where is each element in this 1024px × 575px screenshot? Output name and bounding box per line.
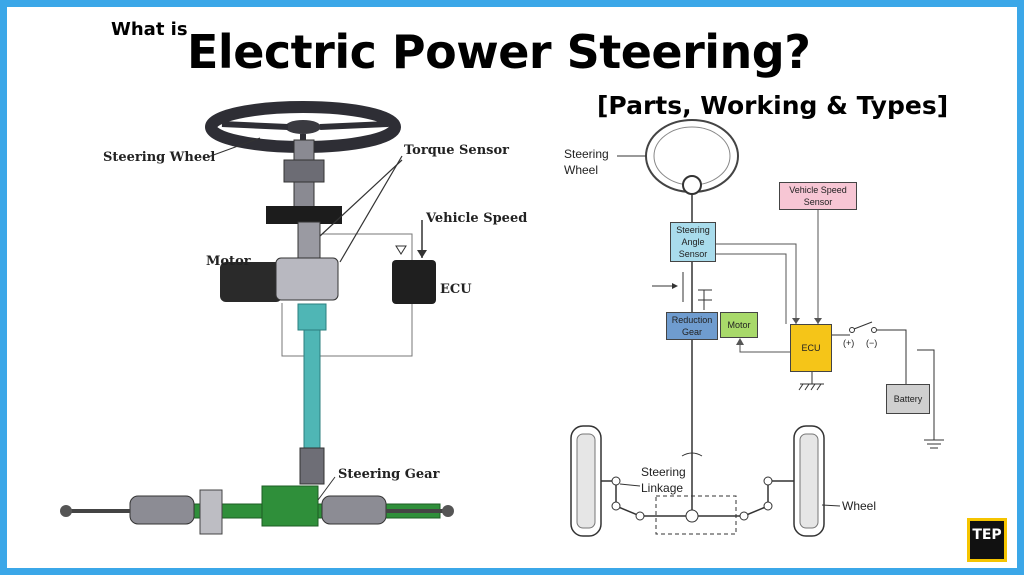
label-wheel: Wheel xyxy=(842,499,877,513)
motor-box: Motor xyxy=(720,312,758,338)
label-steering-gear: Steering Gear xyxy=(338,467,440,482)
vehicle-speed-sensor-box: Vehicle Speed Sensor xyxy=(779,182,857,210)
battery-box: Battery xyxy=(886,384,930,414)
steering-wheel-hub xyxy=(285,120,321,134)
sas-line-1: Steering xyxy=(676,225,710,235)
schematic-label-steering-2: Wheel xyxy=(564,163,599,177)
vss-line-2: Sensor xyxy=(803,197,833,207)
page-title: Electric Power Steering? xyxy=(187,25,811,79)
tep-logo: TEP xyxy=(967,518,1007,562)
tep-logo-text: TEP xyxy=(970,521,1004,559)
rg-line-2: Gear xyxy=(681,327,702,337)
motor-label: Motor xyxy=(727,320,751,330)
label-steering-linkage-1: Steering xyxy=(641,465,686,479)
sas-line-2: Angle xyxy=(681,237,705,247)
rg-line-1: Reduction xyxy=(671,315,713,325)
title-prefix: What is xyxy=(111,19,188,40)
label-motor: Motor xyxy=(206,254,251,269)
column-bracket xyxy=(266,206,342,224)
sas-line-3: Sensor xyxy=(678,249,708,259)
label-ecu: ECU xyxy=(440,282,472,297)
ecu-illustration xyxy=(392,260,436,304)
vss-line-1: Vehicle Speed xyxy=(789,185,847,195)
label-steering-wheel: Steering Wheel xyxy=(103,150,216,165)
ecu-box: ECU xyxy=(790,324,832,372)
battery-label: Battery xyxy=(893,394,923,404)
label-torque-sensor: Torque Sensor xyxy=(404,143,509,158)
motor-illustration xyxy=(220,262,282,302)
label-minus: (−) xyxy=(866,338,878,348)
label-plus: (+) xyxy=(843,338,855,348)
ecu-label: ECU xyxy=(801,343,821,353)
linkage-box xyxy=(655,495,737,535)
reduction-gear-box: Reduction Gear xyxy=(666,312,718,340)
label-vehicle-speed: Vehicle Speed xyxy=(426,211,528,226)
schematic-label-steering-1: Steering xyxy=(564,147,609,161)
page-subtitle: [Parts, Working & Types] xyxy=(597,91,949,120)
label-steering-linkage-2: Linkage xyxy=(641,481,684,495)
steering-angle-sensor-box: Steering Angle Sensor xyxy=(670,222,716,262)
